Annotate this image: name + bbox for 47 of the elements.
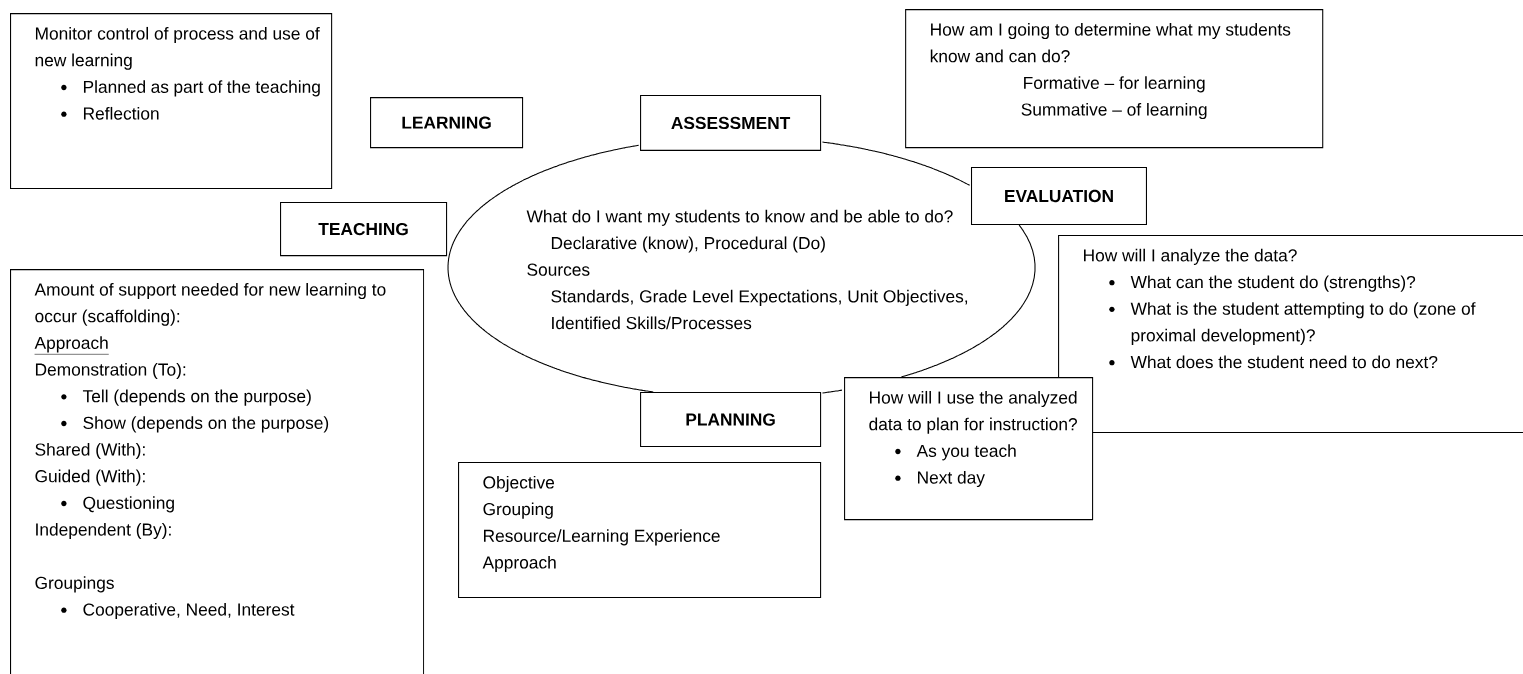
bullet-item: Reflection	[83, 106, 159, 120]
text-line: Amount of support needed for new learning to occur (scaffolding):	[34, 282, 386, 326]
text-line: How am I going to determine what my students know and can do?	[930, 22, 1291, 63]
bullet-item: What does the student need to do next?	[1130, 355, 1438, 369]
label-text: LEARNING	[402, 116, 491, 129]
label-text: EVALUATION	[1005, 189, 1113, 203]
label-box	[640, 94, 822, 151]
text-line: Approach	[482, 555, 556, 573]
text-line: Approach	[34, 336, 109, 355]
bullet-item: Cooperative, Need, Interest	[83, 602, 295, 620]
text-line: Objective	[483, 475, 555, 493]
bullet-item: What is the student attempting to do (zone of proximal development)?	[1130, 302, 1476, 345]
text-line: Demonstration (To):	[35, 362, 186, 380]
bullet-item: Next day	[918, 470, 985, 488]
text-box	[458, 462, 822, 599]
label-box	[370, 97, 524, 149]
bullet-item: Tell (depends on the purpose)	[82, 389, 311, 406]
text-line: Independent (By):	[36, 522, 171, 540]
text-line: Grouping	[483, 502, 553, 519]
label-box	[640, 392, 822, 448]
text-line: Resource/Learning Experience	[484, 529, 720, 546]
text-line: Summative – of learning	[1021, 102, 1207, 120]
text-line: Shared (With):	[35, 442, 145, 460]
text-line: How will I use the analyzed data to plan for instruction?	[869, 390, 1077, 434]
label-box	[280, 202, 448, 257]
label-box	[971, 166, 1147, 226]
text-box	[905, 9, 1324, 149]
text-box	[844, 377, 1094, 521]
text-box	[10, 269, 425, 674]
text-line: Declarative (know), Procedural (Do)	[551, 236, 825, 253]
label-text: ASSESSMENT	[671, 116, 791, 130]
label-text: PLANNING	[686, 413, 775, 426]
text-line: Monitor control of process and use of new learning	[35, 26, 320, 70]
bullet-item: As you teach	[916, 444, 1016, 461]
text-line: Sources	[527, 263, 590, 276]
bullet-item: Questioning	[83, 496, 174, 513]
label-text: TEACHING	[318, 222, 408, 236]
text-line: How will I analyze the data?	[1084, 248, 1297, 265]
bullet-item: Show (depends on the purpose)	[83, 416, 329, 433]
text-line: Groupings	[35, 576, 114, 593]
text-line: What do I want my students to know and be able to do?	[526, 209, 953, 226]
bullet-item: What can the student do (strengths)?	[1130, 275, 1416, 292]
text-line: Standards, Grade Level Expectations, Unit Objectives, Identified Skills/Processes	[551, 289, 968, 330]
text-line: Formative – for learning	[1024, 76, 1205, 93]
text-box	[10, 13, 333, 190]
bullet-item: Planned as part of the teaching	[83, 80, 320, 97]
text-line: Guided (With):	[35, 469, 145, 486]
